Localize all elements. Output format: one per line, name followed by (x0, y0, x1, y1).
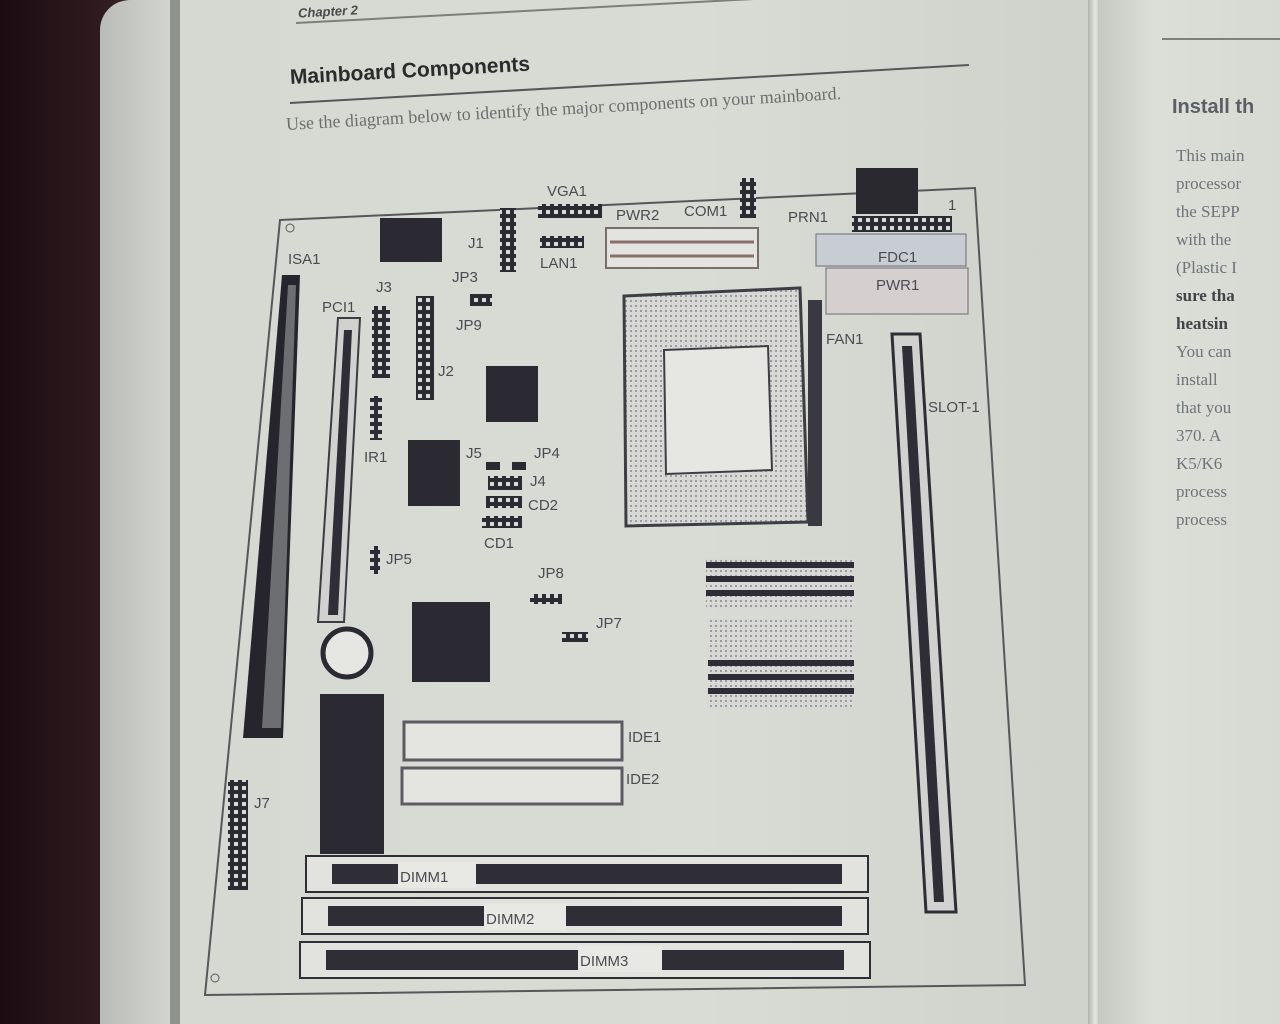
mounting-hole (285, 223, 295, 233)
dimm2-slot-inner (328, 906, 842, 926)
right-page-text: This main processor the SEPP with the (P… (1176, 142, 1280, 534)
right-page (1098, 0, 1280, 1024)
fan1-label: FAN1 (826, 331, 864, 348)
com1-label: COM1 (684, 203, 727, 220)
prn1-label: PRN1 (788, 209, 828, 226)
heatsink-fin (706, 590, 854, 596)
prn1-header (852, 216, 952, 232)
heatsink-fin (708, 688, 854, 694)
dimm3-label: DIMM3 (580, 953, 628, 970)
heatsink-fin (706, 562, 854, 568)
pwr2-connector (605, 227, 759, 269)
j1-header (500, 208, 516, 272)
jp3-label: JP3 (452, 269, 478, 286)
right-page-rule (1162, 38, 1280, 40)
isa1-label: ISA1 (288, 251, 321, 268)
vga1-label: VGA1 (547, 183, 587, 200)
dimm2-label-bg (484, 904, 566, 930)
j5-jumper (486, 462, 500, 470)
j7-header (228, 780, 248, 890)
jp5-label: JP5 (386, 551, 412, 568)
j5-label: J5 (466, 445, 482, 462)
vga1-header (538, 204, 602, 218)
right-line: processor (1176, 174, 1242, 193)
chipset-north (486, 366, 538, 422)
cd1-connector (482, 516, 522, 528)
jp9-jumper (470, 294, 492, 306)
cd2-connector (486, 496, 522, 508)
right-line: that you (1176, 398, 1232, 417)
ide1-connector (402, 720, 624, 762)
right-line: 370. A (1176, 426, 1222, 445)
pci1-label: PCI1 (322, 299, 355, 316)
ir1-label: IR1 (364, 449, 387, 466)
right-line: K5/K6 (1176, 454, 1223, 473)
bios-chip (380, 218, 442, 262)
fdc1-label: FDC1 (878, 249, 917, 266)
j1-label: J1 (468, 235, 484, 252)
heatsink-fin (706, 576, 854, 582)
j3-header (372, 306, 390, 378)
jp8-label: JP8 (538, 565, 564, 582)
heatsink-fin (708, 660, 854, 666)
cd2-label: CD2 (528, 497, 558, 514)
lan1-header (540, 236, 584, 248)
pci1-slot-inner (328, 330, 352, 615)
j4-label: J4 (530, 473, 546, 490)
cmos-battery (320, 626, 374, 680)
pwr1-connector (825, 267, 969, 315)
chipset-south (408, 440, 460, 506)
right-line: process (1176, 510, 1227, 529)
right-line: This main (1176, 146, 1245, 165)
fdc1-connector (815, 233, 967, 267)
ide1-label: IDE1 (628, 729, 661, 746)
cd1-label: CD1 (484, 535, 514, 552)
j3-label: J3 (376, 279, 392, 296)
dimm3-label-bg (578, 946, 662, 972)
jp7-jumper (562, 632, 588, 642)
ide2-connector (400, 766, 624, 806)
com1-header (740, 178, 756, 218)
pwr2-label: PWR2 (616, 207, 659, 224)
ir1-header (370, 396, 382, 440)
j7-label: J7 (254, 795, 270, 812)
jp4-label: JP4 (534, 445, 560, 462)
prn1-port (856, 168, 918, 214)
right-page-heading: Install th (1172, 96, 1255, 118)
jp9-label: JP9 (456, 317, 482, 334)
bios-rom-chip (320, 694, 384, 854)
jp8-jumper (530, 594, 562, 604)
dimm1-label: DIMM1 (400, 869, 448, 886)
jp5-jumper (370, 546, 380, 574)
right-line-bold: heatsin (1176, 314, 1228, 333)
j2-header (416, 296, 434, 400)
jp4-jumper (512, 462, 526, 470)
heatsink-fin (708, 674, 854, 680)
isa1-slot-inner (262, 285, 296, 728)
right-line-bold: sure tha (1176, 286, 1235, 305)
right-line: process (1176, 482, 1227, 501)
jp7-label: JP7 (596, 615, 622, 632)
io-chip (412, 602, 490, 682)
page-margin-line (170, 0, 180, 1024)
mounting-hole (210, 973, 220, 983)
slot1-label: SLOT-1 (928, 399, 980, 416)
right-line: the SEPP (1176, 202, 1240, 221)
ide2-label: IDE2 (626, 771, 659, 788)
j2-label: J2 (438, 363, 454, 380)
cpu-socket-center (662, 344, 774, 476)
right-line: install (1176, 370, 1218, 389)
right-line: with the (1176, 230, 1232, 249)
lan1-label: LAN1 (540, 255, 578, 272)
socket-lever (808, 300, 822, 526)
dimm2-label: DIMM2 (486, 911, 534, 928)
jp-label: 1 (948, 197, 956, 214)
right-line: (Plastic I (1176, 258, 1237, 277)
slot1-connector-inner (902, 346, 944, 902)
pwr1-label: PWR1 (876, 277, 919, 294)
dimm1-label-bg (398, 862, 476, 888)
right-line: You can (1176, 342, 1232, 361)
j4-header (488, 476, 522, 490)
